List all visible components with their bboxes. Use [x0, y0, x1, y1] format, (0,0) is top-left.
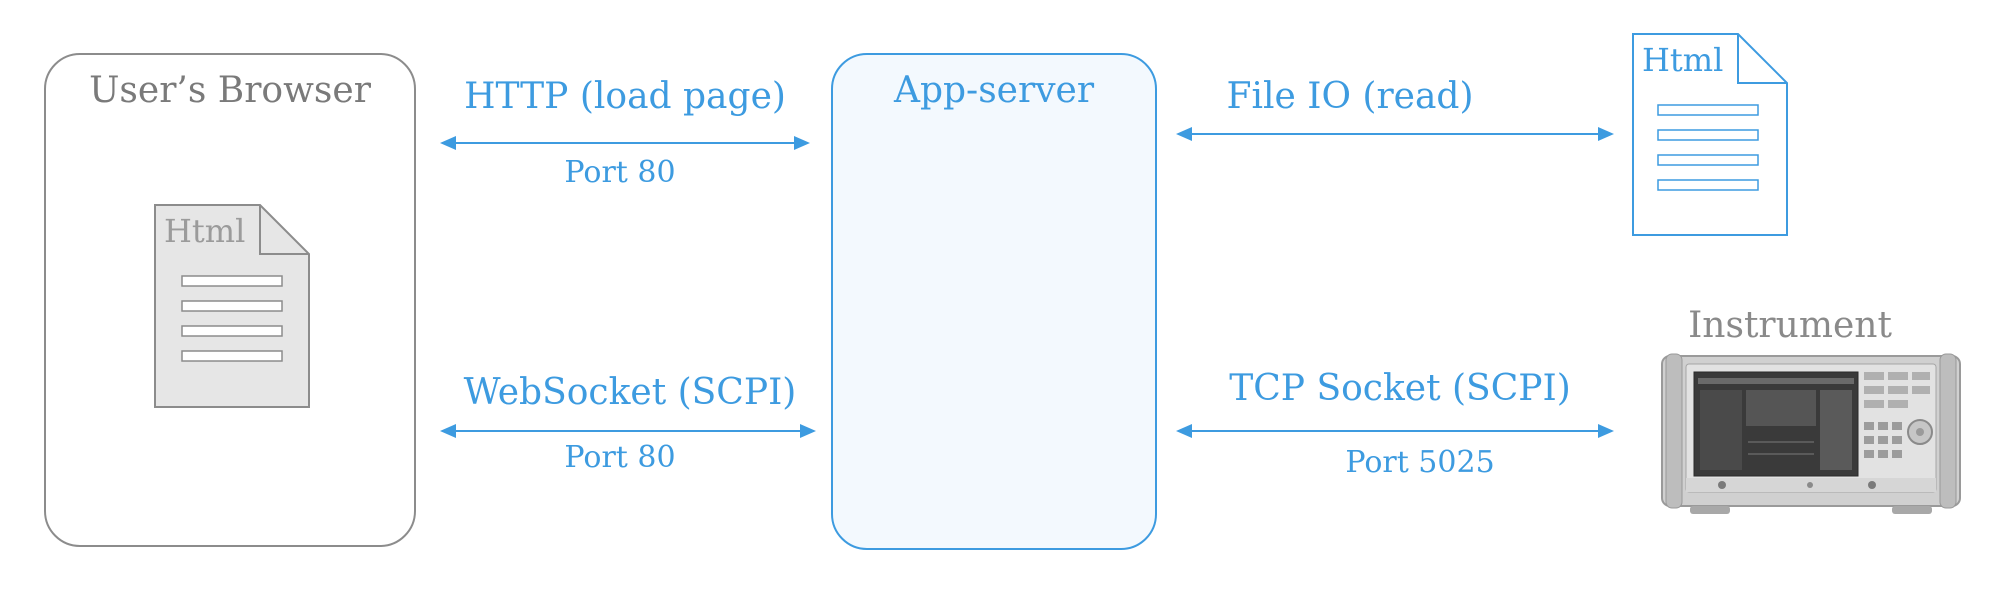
websocket-port-label: Port 80	[564, 440, 676, 475]
tcp-double-arrow-icon	[1176, 424, 1614, 438]
instrument-icon	[1661, 353, 1961, 514]
browser-title: User’s Browser	[89, 70, 371, 111]
tcp-label: TCP Socket (SCPI)	[1229, 368, 1571, 409]
websocket-double-arrow-icon	[440, 424, 816, 438]
websocket-label: WebSocket (SCPI)	[463, 372, 797, 413]
file-io-label: File IO (read)	[1226, 76, 1474, 117]
browser-document-icon: Html	[154, 204, 310, 408]
html-file-doc-label: Html	[1642, 41, 1723, 79]
browser-doc-label: Html	[164, 212, 245, 250]
html-file-document-icon: Html	[1632, 33, 1788, 236]
file-io-double-arrow-icon	[1176, 127, 1614, 141]
tcp-port-label: Port 5025	[1345, 445, 1495, 480]
app-server-title: App-server	[893, 70, 1095, 111]
http-label: HTTP (load page)	[464, 76, 786, 117]
app-server-box	[831, 53, 1157, 550]
http-port-label: Port 80	[564, 155, 676, 190]
instrument-label: Instrument	[1688, 305, 1892, 346]
http-double-arrow-icon	[440, 136, 810, 150]
